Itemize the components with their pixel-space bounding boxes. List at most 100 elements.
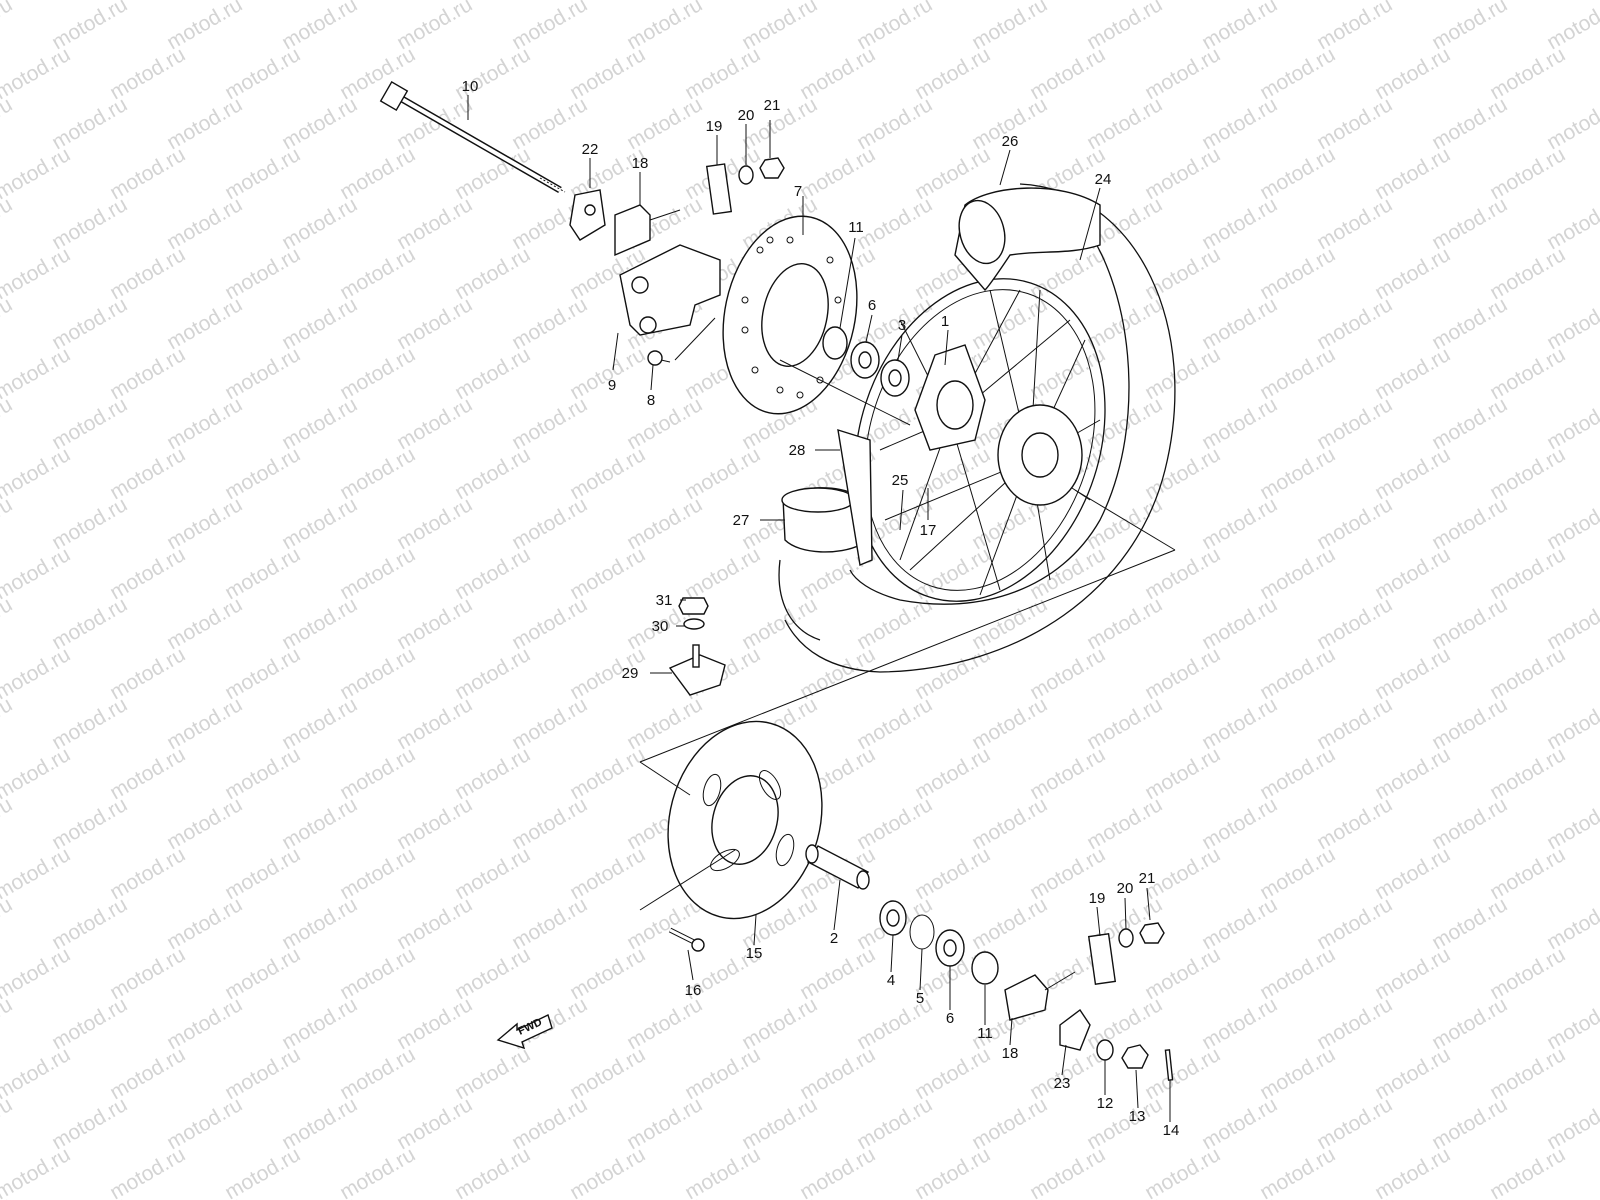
watermark-text: motod.ru — [1543, 1193, 1600, 1200]
watermark-text: motod.ru — [566, 1143, 649, 1200]
washer-12 — [1096, 1039, 1114, 1061]
callout-18: 18 — [632, 155, 649, 172]
nut-21 — [759, 157, 785, 179]
watermark-text: motod.ru — [0, 293, 16, 354]
callout-21b: 21 — [1139, 870, 1156, 887]
washer-20-bottom — [1118, 928, 1134, 948]
watermark-text: motod.ru — [0, 593, 16, 654]
callout-labels: 1 2 3 4 5 6 6 7 8 9 10 11 11 12 13 14 15… — [462, 78, 1180, 1139]
callout-4: 4 — [887, 972, 895, 989]
callout-1: 1 — [941, 313, 949, 330]
watermark-text: motod.ru — [968, 1193, 1051, 1200]
hub-center — [1021, 432, 1059, 478]
watermark-text: motod.ru — [1083, 1193, 1166, 1200]
callout-18b: 18 — [1002, 1045, 1019, 1062]
callout-6: 6 — [868, 297, 876, 314]
nut-21-bottom — [1139, 922, 1165, 944]
watermark-text: motod.ru — [681, 1143, 764, 1200]
watermark-text: motod.ru — [911, 1143, 994, 1200]
watermark-text: motod.ru — [0, 893, 16, 954]
watermark-text: motod.ru — [0, 993, 16, 1054]
watermark-text: motod.ru — [336, 1143, 419, 1200]
callout-24: 24 — [1095, 171, 1112, 188]
watermark-text: motod.ru — [1543, 293, 1600, 354]
callout-12: 12 — [1097, 1095, 1114, 1112]
callout-25: 25 — [892, 472, 909, 489]
callout-3: 3 — [898, 317, 906, 334]
leader-lines — [467, 95, 1171, 1122]
callout-5: 5 — [916, 990, 924, 1007]
chain-adjuster-18 — [614, 204, 651, 257]
spacer-11 — [822, 326, 848, 360]
watermark-text: motod.ru — [0, 743, 74, 804]
watermark-text: motod.ru — [0, 343, 74, 404]
watermark-text: motod.ru — [0, 643, 74, 704]
watermark-text: motod.ru — [48, 1193, 131, 1200]
callout-30: 30 — [652, 618, 669, 635]
watermark-text: motod.ru — [1486, 1143, 1569, 1200]
watermark-text: motod.ru — [1543, 93, 1600, 154]
callout-14: 14 — [1163, 1122, 1180, 1139]
callout-17: 17 — [920, 522, 937, 539]
fwd-arrow: FWD — [496, 1014, 553, 1050]
watermark-text: motod.ru — [1026, 1143, 1109, 1200]
watermark-text: motod.ru — [1543, 1093, 1600, 1154]
watermark-text: motod.ru — [0, 1043, 74, 1104]
callout-27: 27 — [733, 512, 750, 529]
callout-9: 9 — [608, 377, 616, 394]
callout-20: 20 — [738, 107, 755, 124]
watermark-text: motod.ru — [0, 843, 74, 904]
watermark-text: motod.ru — [0, 793, 16, 854]
watermark-text: motod.ru — [1543, 793, 1600, 854]
callout-8: 8 — [647, 392, 655, 409]
watermark-text: motod.ru — [0, 943, 74, 1004]
watermark-text: motod.ru — [0, 693, 16, 754]
tire-tread-left — [778, 559, 821, 641]
watermark-text: motod.ru — [1543, 693, 1600, 754]
chain-guide-19 — [705, 163, 733, 215]
callout-21: 21 — [764, 97, 781, 114]
watermark-text: motod.ru — [1543, 893, 1600, 954]
watermark-text: motod.ru — [1543, 193, 1600, 254]
watermark-text: motod.ru — [623, 1193, 706, 1200]
watermark-text: motod.ru — [0, 193, 16, 254]
washer-30 — [683, 618, 705, 630]
watermark-text: motod.ru — [0, 93, 16, 154]
callout-19b: 19 — [1089, 890, 1106, 907]
watermark-text: motod.ru — [0, 43, 74, 104]
watermark-text: motod.ru — [0, 443, 74, 504]
tire-inner-rim — [849, 219, 1130, 605]
wheel-rim-inner — [864, 289, 1096, 591]
watermark-text: motod.ru — [1428, 1193, 1511, 1200]
watermark-text: motod.ru — [1543, 493, 1600, 554]
chain-adjuster-18-bottom — [1004, 974, 1049, 1021]
watermark-text: motod.ru — [221, 1143, 304, 1200]
watermark-text: motod.ru — [1256, 1143, 1339, 1200]
watermark-text: motod.ru — [106, 1143, 189, 1200]
watermark-text: motod.ru — [796, 1143, 879, 1200]
callout-11: 11 — [848, 219, 864, 236]
callout-6b: 6 — [946, 1010, 954, 1027]
watermark-text: motod.ru — [0, 243, 74, 304]
valve-stem — [692, 644, 700, 668]
watermark-text: motod.ru — [0, 143, 74, 204]
watermark-text: motod.ru — [0, 1143, 74, 1200]
watermark-text: motod.ru — [393, 1193, 476, 1200]
watermark-text: motod.ru — [1198, 1193, 1281, 1200]
callout-11b: 11 — [977, 1025, 993, 1042]
spacer-11-bottom — [971, 951, 999, 985]
rim-band-strip — [837, 428, 873, 566]
washer-20 — [738, 165, 754, 185]
callout-29: 29 — [622, 665, 639, 682]
watermark-text: motod.ru — [1371, 1143, 1454, 1200]
watermark-text: motod.ru — [1543, 393, 1600, 454]
callout-15: 15 — [746, 945, 763, 962]
cotter-pin-14 — [1164, 1049, 1174, 1081]
callout-10: 10 — [462, 78, 479, 95]
watermark-text: motod.ru — [853, 1193, 936, 1200]
callout-16: 16 — [685, 982, 702, 999]
watermark-text: motod.ru — [0, 543, 74, 604]
adjuster-plate-23 — [1059, 1008, 1091, 1051]
